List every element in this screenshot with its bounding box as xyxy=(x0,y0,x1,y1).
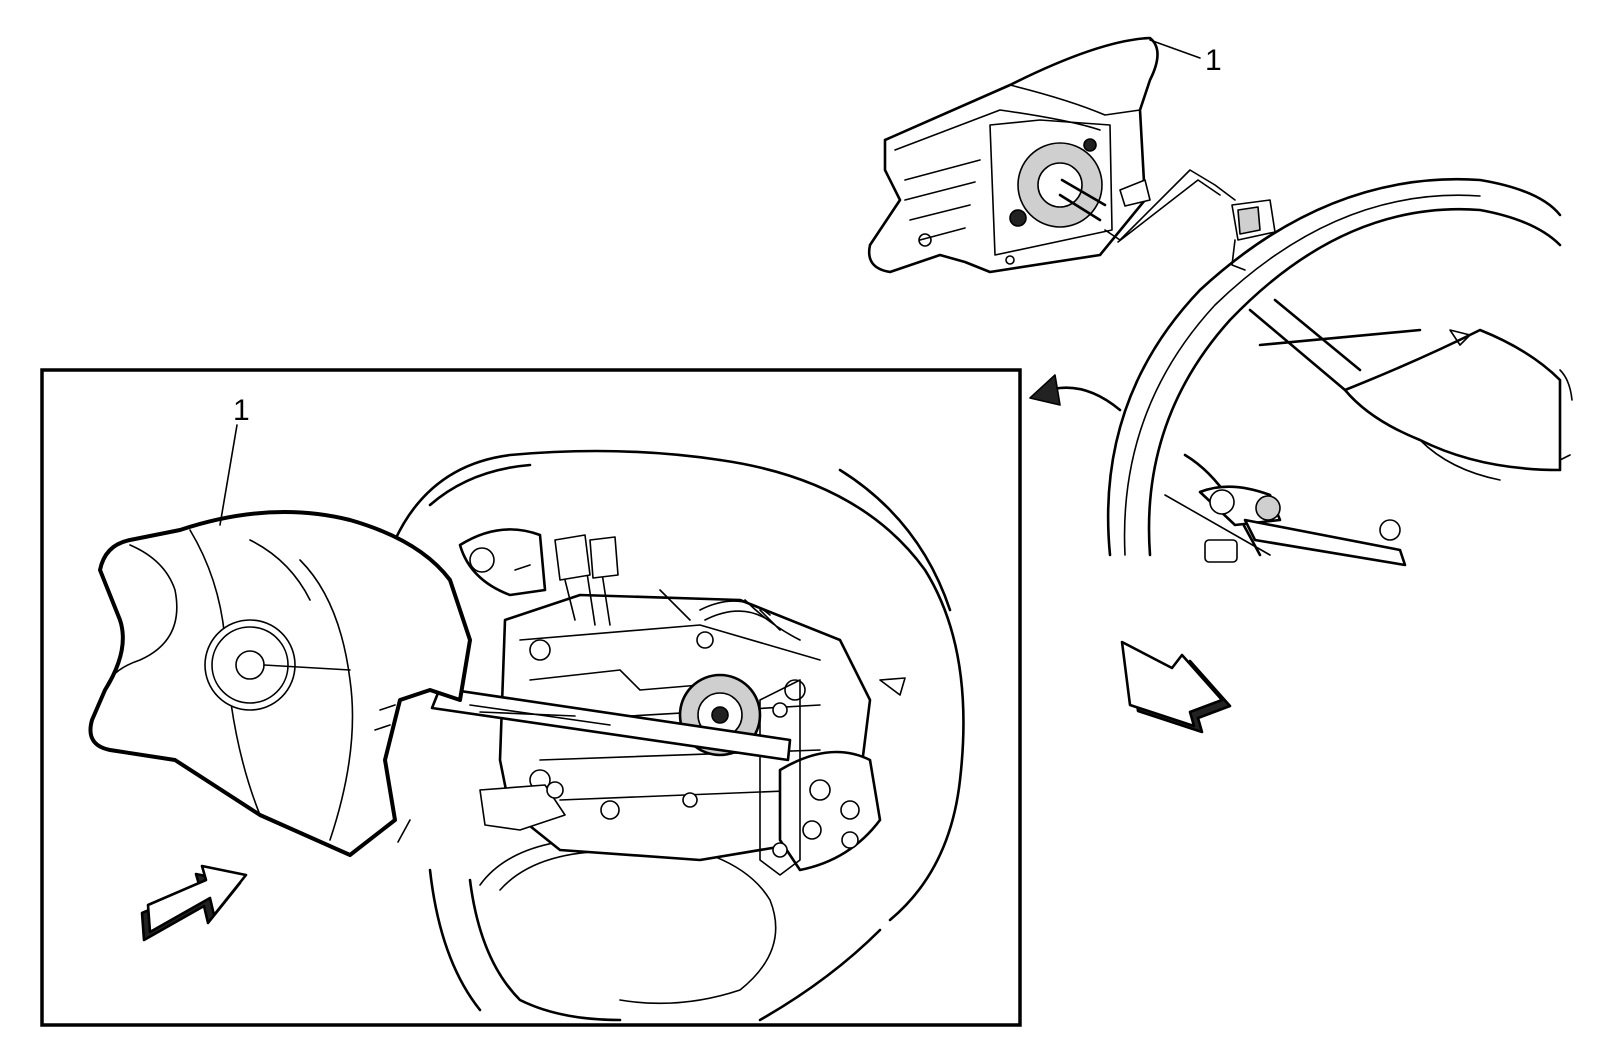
airbag-module-removed xyxy=(867,36,1276,274)
view-direction-arrow-icon-right xyxy=(1120,640,1232,734)
inset-frame xyxy=(40,368,1022,1027)
inset-detail xyxy=(88,424,965,1022)
steering-wheel-partial xyxy=(1106,177,1573,567)
view-direction-arrow-icon-inset xyxy=(140,864,248,942)
curved-direction-arrow-icon xyxy=(1029,374,1122,412)
callout-label-top: 1 xyxy=(1205,44,1222,77)
callout-label-inset: 1 xyxy=(233,394,250,427)
